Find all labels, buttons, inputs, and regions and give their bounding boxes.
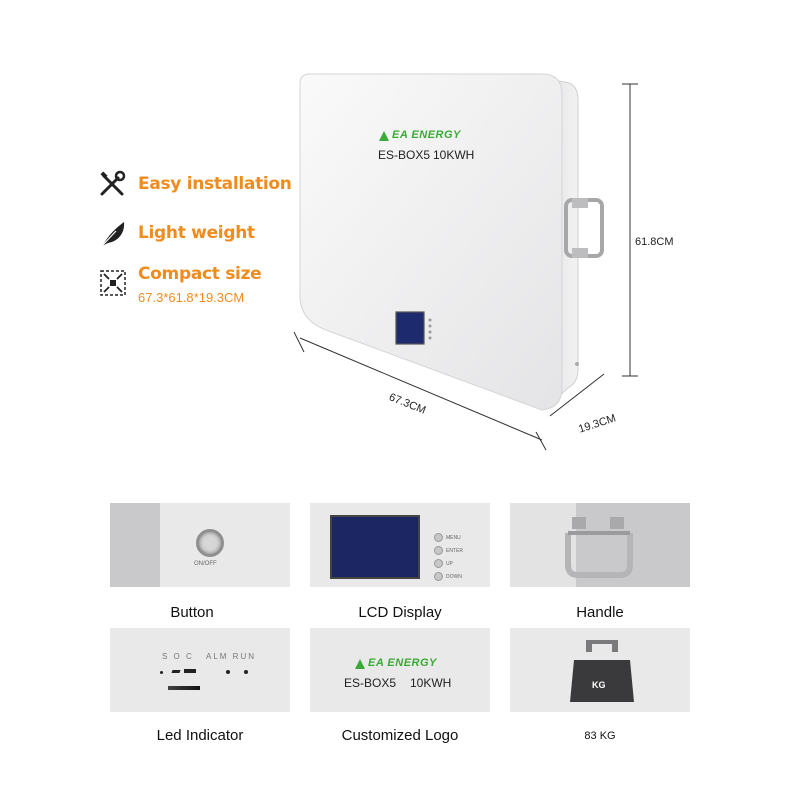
logo-thumbnail: EA ENERGY ES-BOX5 10KWH bbox=[310, 628, 490, 712]
brand-logo-icon bbox=[355, 659, 365, 669]
weight-tag: KG bbox=[592, 680, 606, 690]
weight-icon bbox=[570, 640, 634, 702]
lcd-key-label: UP bbox=[446, 561, 453, 567]
weight-caption: 83 KG bbox=[584, 730, 616, 742]
lcd-caption: LCD Display bbox=[358, 604, 442, 621]
feature-sub: 67.3*61.8*19.3CM bbox=[138, 290, 245, 305]
button-caption: Button bbox=[170, 604, 214, 621]
led-caption: Led Indicator bbox=[156, 727, 244, 744]
feather-icon bbox=[100, 222, 125, 248]
led-labels: S O C ALM RUN bbox=[162, 652, 257, 661]
feature-label: Compact size bbox=[138, 264, 262, 284]
product-model: ES-BOX5 bbox=[378, 148, 431, 162]
lcd-key-label: MENU bbox=[446, 535, 461, 541]
logo-caption: Customized Logo bbox=[341, 727, 459, 744]
power-button-icon bbox=[196, 529, 224, 557]
lcd-screen bbox=[330, 515, 420, 579]
lcd-key-label: ENTER bbox=[446, 548, 463, 554]
lcd-thumbnail: MENU ENTER UP DOWN bbox=[310, 503, 490, 587]
feature-label: Light weight bbox=[138, 223, 255, 243]
brand-logo-icon bbox=[379, 131, 389, 141]
button-thumbnail: ON/OFF bbox=[110, 503, 290, 587]
led-thumbnail: S O C ALM RUN bbox=[110, 628, 290, 712]
handle-icon bbox=[565, 517, 633, 578]
logo-brand: EA ENERGY bbox=[368, 657, 437, 669]
weight-thumbnail: KG bbox=[510, 628, 690, 712]
feature-label: Easy installation bbox=[138, 174, 292, 194]
handle-thumbnail bbox=[510, 503, 690, 587]
product-brand: EA ENERGY bbox=[392, 129, 461, 141]
logo-capacity: 10KWH bbox=[410, 676, 452, 690]
logo-model: ES-BOX5 bbox=[344, 676, 397, 690]
handle-caption: Handle bbox=[576, 604, 624, 621]
tools-icon bbox=[100, 170, 126, 196]
product-capacity: 10KWH bbox=[433, 148, 475, 162]
compact-size-icon bbox=[100, 270, 126, 296]
lcd-key-label: DOWN bbox=[446, 574, 462, 580]
height-dimension: 61.8CM bbox=[635, 236, 674, 248]
switch-label: ON/OFF bbox=[194, 561, 217, 567]
battery-image bbox=[293, 73, 638, 451]
